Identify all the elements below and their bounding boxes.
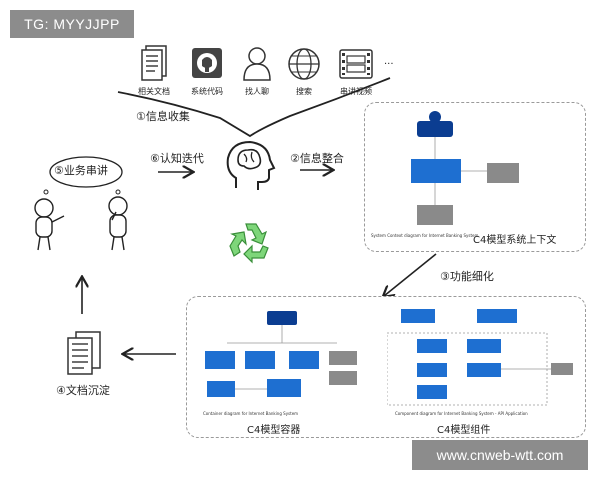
step-iterate-label: ⑥认知迭代 (150, 152, 204, 165)
source-label: 相关文档 (138, 87, 170, 96)
context-caption: C4模型系统上下文 (473, 235, 557, 246)
source-label: 系统代码 (191, 87, 223, 96)
component-diagram-title: Component diagram for Internet Banking S… (395, 411, 528, 416)
step-refine-label: ③功能细化 (440, 270, 494, 283)
context-diagram-panel: System Context diagram for Internet Bank… (364, 102, 586, 252)
globe-icon (286, 46, 322, 82)
ellipsis-label: ... (384, 56, 394, 67)
container-caption: C4模型容器 (247, 425, 301, 436)
recycle-icon (226, 218, 276, 268)
context-diagram (411, 111, 519, 225)
component-caption: C4模型组件 (437, 425, 491, 436)
step-document-label: ④文档沉淀 (56, 384, 110, 397)
source-label: 找人聊 (245, 87, 269, 96)
collect-brace (117, 77, 391, 138)
container-diagram-title: Container diagram for Internet Banking S… (203, 411, 299, 416)
person-icon (240, 44, 274, 84)
video-icon (338, 46, 374, 82)
walkthrough-figures (20, 150, 150, 254)
brain-head-icon (222, 138, 278, 194)
watermark-top-left: TG: MYYJJPP (10, 10, 134, 38)
github-icon (190, 46, 224, 82)
step-walkthrough-label: ⑤业务串讲 (54, 164, 108, 177)
component-diagram (387, 309, 573, 406)
container-diagram (205, 311, 357, 397)
step-integrate-label: ②信息整合 (290, 152, 344, 165)
watermark-bottom-right: www.cnweb-wtt.com (412, 440, 588, 470)
context-diagram-title: System Context diagram for Internet Bank… (371, 233, 479, 238)
container-component-panel: Container diagram for Internet Banking S… (186, 296, 586, 438)
source-label: 搜索 (296, 87, 312, 96)
document-stack-icon (64, 330, 104, 378)
refine-arrow (384, 253, 437, 296)
step-collect-label: ①信息收集 (136, 110, 190, 123)
document-icon (138, 44, 170, 84)
